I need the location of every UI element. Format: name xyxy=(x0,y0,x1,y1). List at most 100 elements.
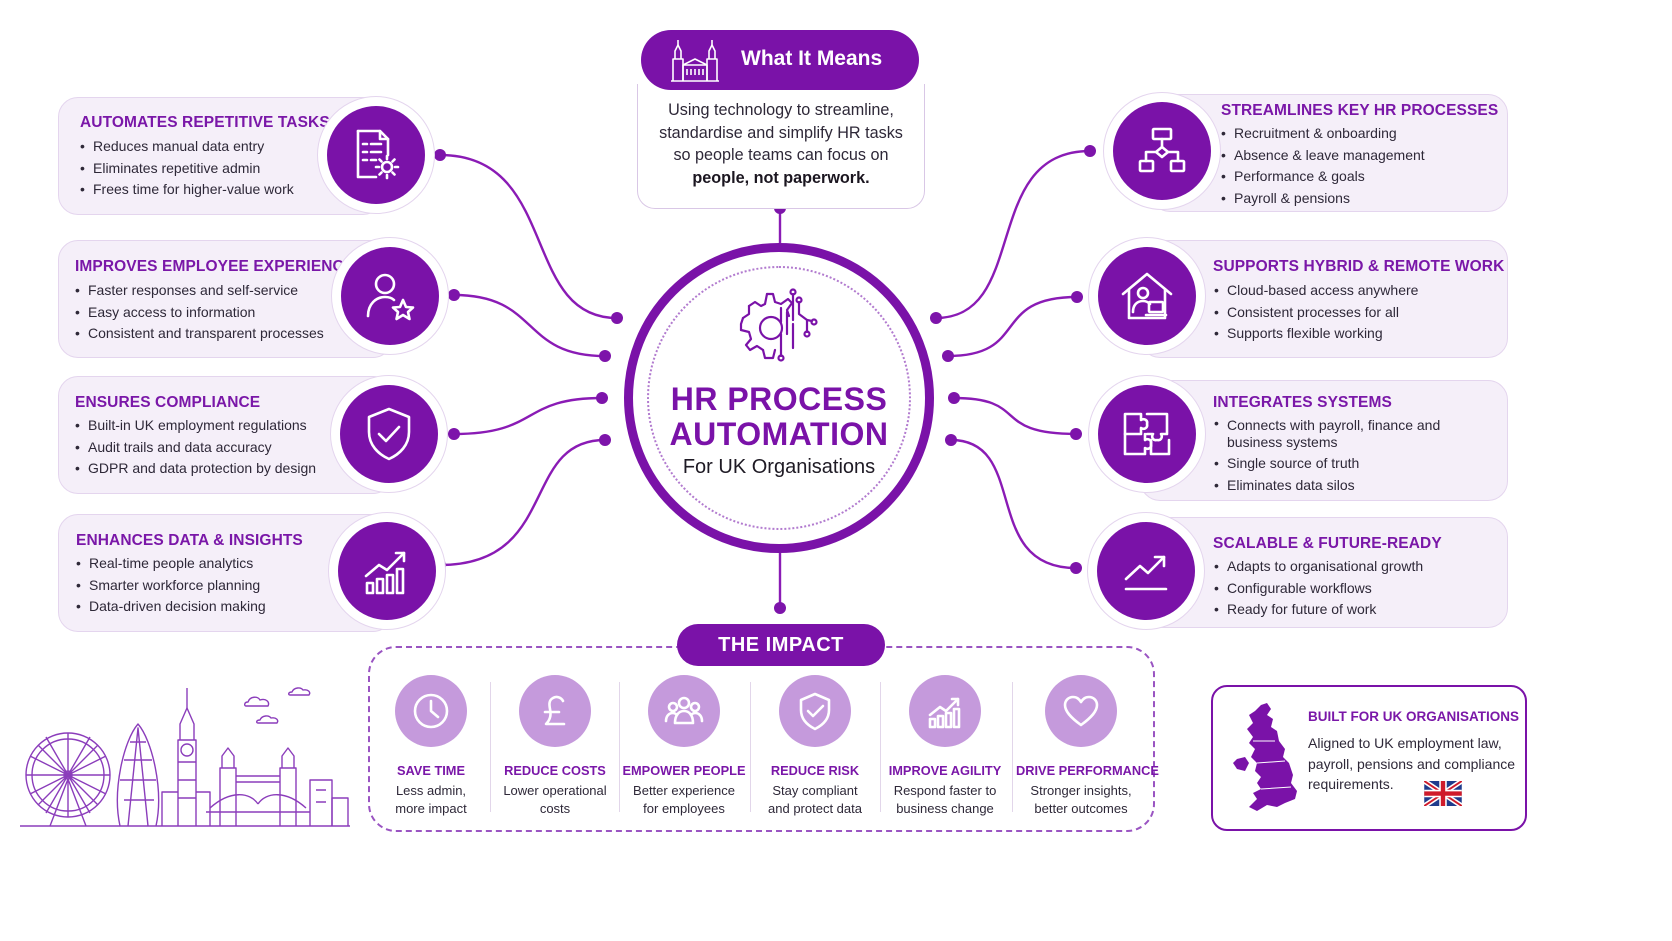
flowchart-icon xyxy=(1113,102,1211,200)
icon-ring xyxy=(330,375,448,493)
impact-item-title: REDUCE RISK xyxy=(770,763,860,778)
list-item: Built-in UK employment regulations xyxy=(75,415,316,437)
list-item: Consistent processes for all xyxy=(1214,302,1418,324)
list-item: Performance & goals xyxy=(1221,166,1425,188)
bar-chart-trend-icon xyxy=(909,675,981,747)
person-star-icon xyxy=(341,247,439,345)
center-title-line2: AUTOMATION xyxy=(669,416,889,452)
impact-item-title: IMPROVE AGILITY xyxy=(888,763,1002,778)
impact-item-line: and protect data xyxy=(768,801,862,816)
what-it-means-header: What It Means xyxy=(641,30,919,90)
bar-chart-trend-icon xyxy=(338,522,436,620)
impact-item-title: SAVE TIME xyxy=(396,763,466,778)
london-skyline-illustration xyxy=(20,687,350,827)
icon-ring xyxy=(1087,512,1205,630)
list-item: Configurable workflows xyxy=(1214,578,1423,600)
list-item: Data-driven decision making xyxy=(76,596,266,618)
impact-item-line: costs xyxy=(539,801,571,816)
what-it-means-emphasis: people, not paperwork. xyxy=(692,168,870,187)
list-item: Easy access to information xyxy=(75,302,324,324)
shield-check-icon xyxy=(779,675,851,747)
icon-ring xyxy=(1088,237,1206,355)
list-item: Adapts to organisational growth xyxy=(1214,556,1423,578)
icon-ring xyxy=(1103,92,1221,210)
what-it-means-box: Using technology to streamline, standard… xyxy=(637,84,925,209)
card-title: SCALABLE & FUTURE-READY xyxy=(1213,535,1442,552)
list-item: Cloud-based access anywhere xyxy=(1214,280,1418,302)
impact-item-title: DRIVE PERFORMANCE xyxy=(1016,763,1159,778)
uk-panel-title: BUILT FOR UK ORGANISATIONS xyxy=(1308,709,1519,724)
impact-item-line: better outcomes xyxy=(1034,801,1128,816)
list-item: Single source of truth xyxy=(1214,453,1444,475)
card-title: AUTOMATES REPETITIVE TASKS xyxy=(80,114,330,131)
impact-item-line: Less admin, xyxy=(395,783,467,798)
list-item: Reduces manual data entry xyxy=(80,136,294,158)
built-for-uk-panel: BUILT FOR UK ORGANISATIONS Aligned to UK… xyxy=(1211,685,1527,831)
list-item: Audit trails and data accuracy xyxy=(75,437,316,459)
list-item: Faster responses and self-service xyxy=(75,280,324,302)
impact-title: THE IMPACT xyxy=(677,624,885,666)
list-item: Eliminates data silos xyxy=(1214,475,1444,497)
icon-ring xyxy=(331,237,449,355)
card-list: Built-in UK employment regulations Audit… xyxy=(75,415,316,480)
card-title: SUPPORTS HYBRID & REMOTE WORK xyxy=(1213,258,1505,275)
center-dotted-ring xyxy=(647,266,911,530)
impact-divider xyxy=(750,682,751,812)
card-title: STREAMLINES KEY HR PROCESSES xyxy=(1221,102,1499,119)
card-list: Connects with payroll, finance and busin… xyxy=(1214,415,1444,496)
impact-item-line: Stay compliant xyxy=(772,783,858,798)
impact-divider xyxy=(490,682,491,812)
parliament-icon xyxy=(671,40,719,82)
card-title: IMPROVES EMPLOYEE EXPERIENCE xyxy=(75,258,355,275)
impact-item-line: Lower operational xyxy=(503,783,607,798)
list-item: Absence & leave management xyxy=(1221,145,1425,167)
impact-item-line: for employees xyxy=(643,801,725,816)
impact-item-save-time: SAVE TIME Less admin, more impact xyxy=(366,675,496,818)
gear-circuit-icon xyxy=(739,288,818,362)
impact-item-line: more impact xyxy=(395,801,467,816)
puzzle-icon xyxy=(1098,385,1196,483)
clock-icon xyxy=(395,675,467,747)
impact-item-drive-performance: DRIVE PERFORMANCE Stronger insights, bet… xyxy=(1016,675,1159,818)
icon-ring xyxy=(328,512,446,630)
what-it-means-line: so people teams can focus on xyxy=(673,146,889,164)
home-laptop-icon xyxy=(1098,247,1196,345)
card-title: ENSURES COMPLIANCE xyxy=(75,394,261,411)
card-list: Cloud-based access anywhere Consistent p… xyxy=(1214,280,1418,345)
center-title-line1: HR PROCESS xyxy=(670,381,888,417)
impact-item-title: REDUCE COSTS xyxy=(504,763,606,778)
list-item: Ready for future of work xyxy=(1214,599,1423,621)
impact-item-improve-agility: IMPROVE AGILITY Respond faster to busine… xyxy=(880,675,1010,818)
card-title: INTEGRATES SYSTEMS xyxy=(1213,394,1392,411)
list-item: Smarter workforce planning xyxy=(76,575,266,597)
list-item: Eliminates repetitive admin xyxy=(80,158,294,180)
impact-item-line: Stronger insights, xyxy=(1030,783,1132,798)
card-list: Real-time people analytics Smarter workf… xyxy=(76,553,266,618)
card-list: Recruitment & onboarding Absence & leave… xyxy=(1221,123,1425,209)
list-item: Connects with payroll, finance and busin… xyxy=(1214,415,1444,453)
uk-map-icon xyxy=(1233,703,1297,811)
impact-divider xyxy=(1012,682,1013,812)
impact-item-reduce-costs: REDUCE COSTS Lower operational costs xyxy=(490,675,620,818)
center-circle xyxy=(624,243,934,553)
impact-item-title: EMPOWER PEOPLE xyxy=(622,763,746,778)
union-jack-flag-icon xyxy=(1424,781,1462,806)
list-item: Frees time for higher-value work xyxy=(80,179,294,201)
what-it-means-title: What It Means xyxy=(741,47,883,70)
impact-divider xyxy=(880,682,881,812)
document-gear-icon xyxy=(327,106,425,204)
pound-icon xyxy=(519,675,591,747)
impact-item-line: Better experience xyxy=(633,783,735,798)
impact-item-line: business change xyxy=(896,801,994,816)
trend-up-icon xyxy=(1097,522,1195,620)
shield-check-icon xyxy=(340,385,438,483)
impact-divider xyxy=(619,682,620,812)
heart-icon xyxy=(1045,675,1117,747)
list-item: Recruitment & onboarding xyxy=(1221,123,1425,145)
list-item: Real-time people analytics xyxy=(76,553,266,575)
what-it-means-line: standardise and simplify HR tasks xyxy=(659,123,903,142)
icon-ring xyxy=(1088,375,1206,493)
impact-item-empower-people: EMPOWER PEOPLE Better experience for emp… xyxy=(619,675,749,818)
icon-ring xyxy=(317,96,435,214)
